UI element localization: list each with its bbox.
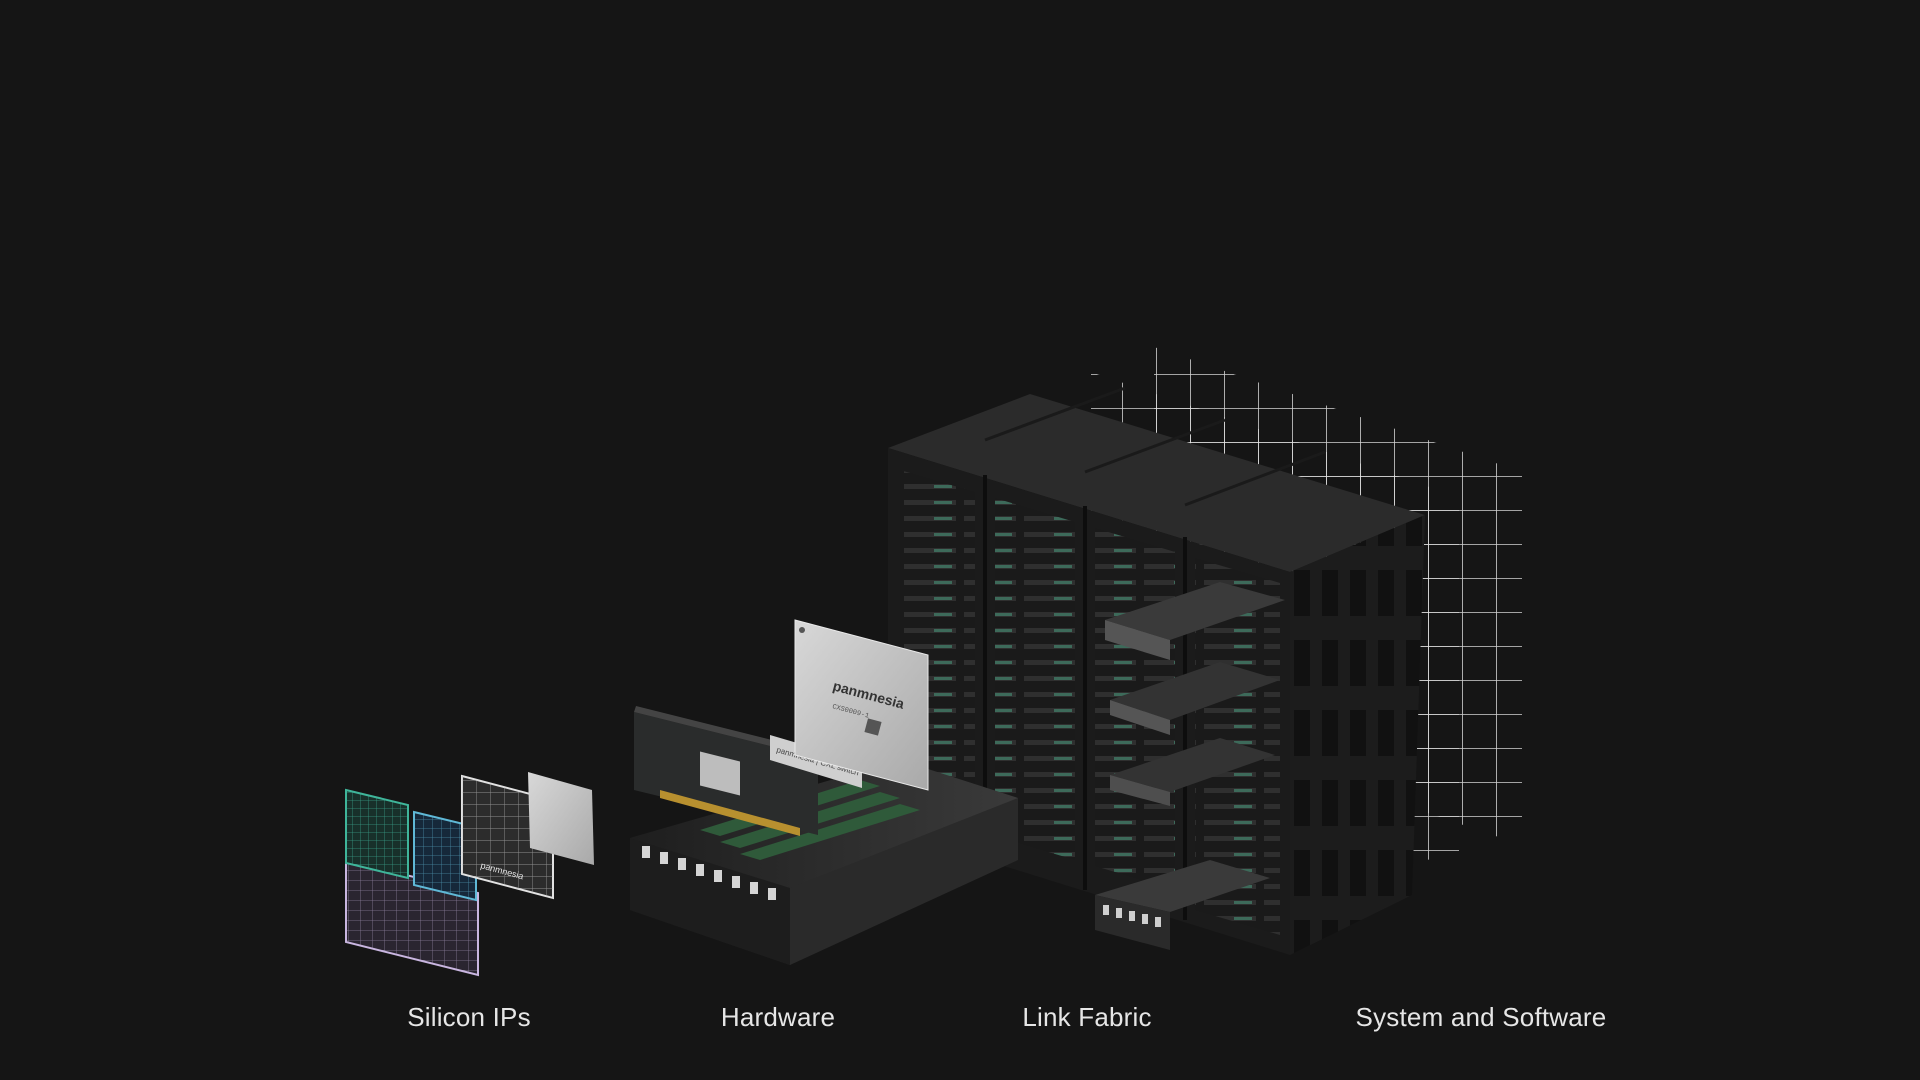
rack-side <box>1290 515 1425 955</box>
label-hardware: Hardware <box>720 1002 836 1032</box>
chip-qr-code <box>864 718 882 736</box>
rack-top <box>888 394 1425 572</box>
hardware-group: panmnesia | CXL switch panmnesia CXS0009… <box>630 619 1018 965</box>
rack-trays <box>1095 582 1285 950</box>
label-link-fabric: Link Fabric <box>1022 1002 1152 1032</box>
silicon-ip-layers: panmnesia <box>345 772 594 977</box>
silicon-layer-lid <box>528 772 594 865</box>
panmnesia-chip <box>794 619 929 791</box>
label-silicon-ips: Silicon IPs <box>407 1002 531 1032</box>
card-label-plate <box>770 735 862 788</box>
label-system-and-software: System and Software <box>1355 1002 1607 1032</box>
